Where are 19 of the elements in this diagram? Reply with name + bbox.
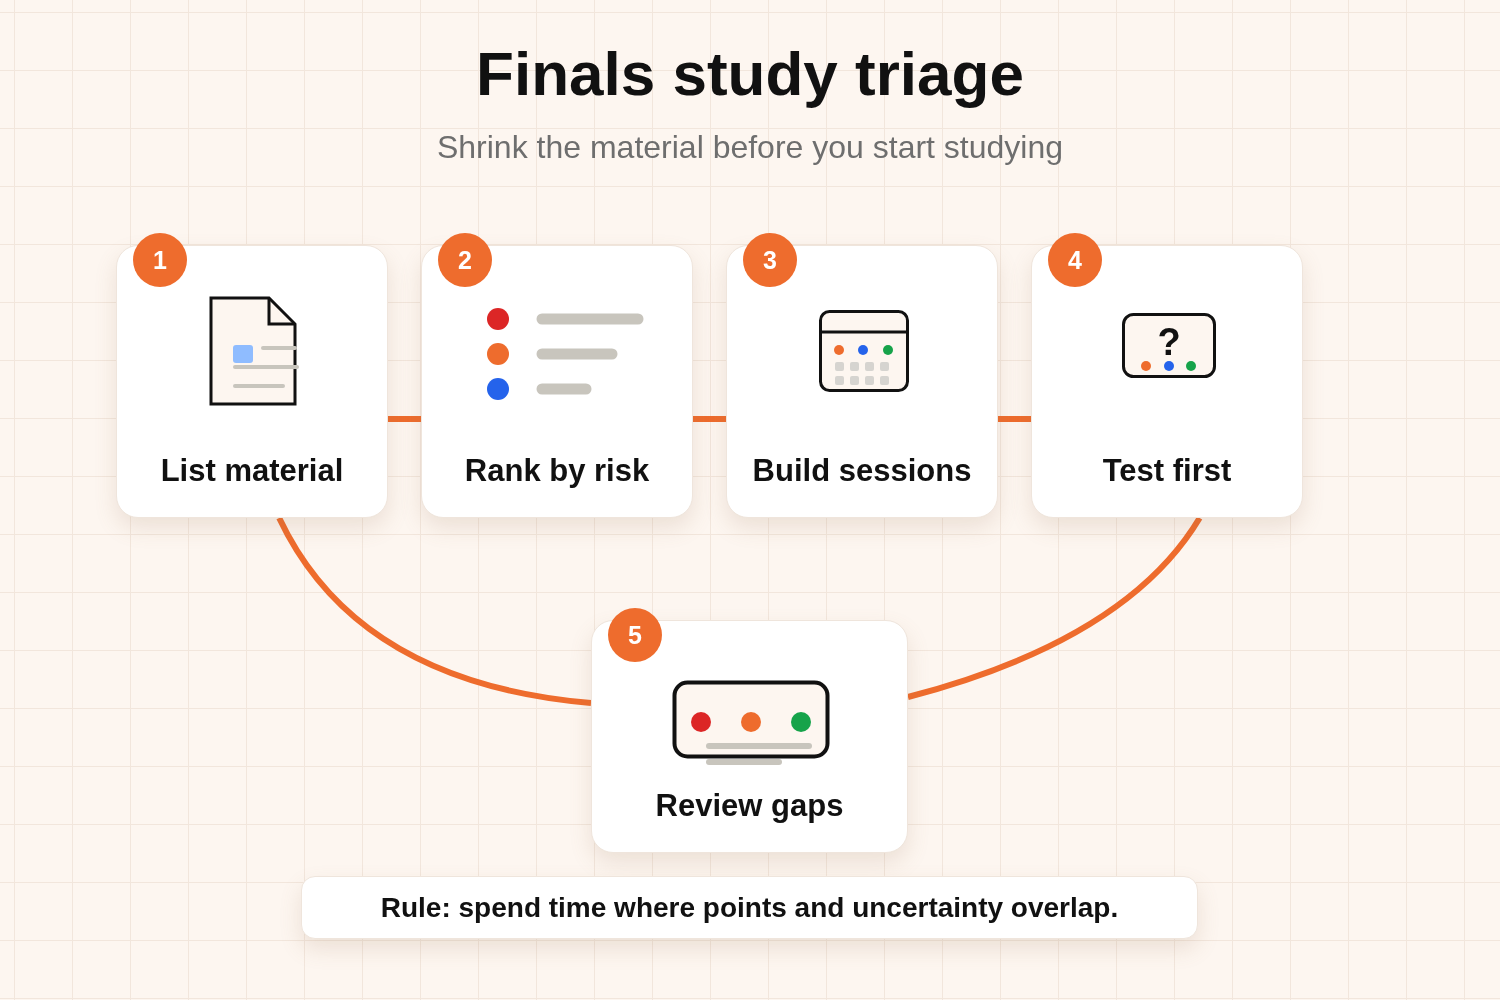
diagram-title: Finals study triage [475, 38, 1025, 110]
connector-line [388, 416, 421, 422]
step-number: 1 [133, 233, 187, 287]
step-number: 5 [608, 608, 662, 662]
connector-line [907, 516, 1203, 700]
step-title: Test first [1101, 453, 1233, 489]
connector-line [693, 416, 726, 422]
step-title: List material [159, 453, 345, 489]
step-title: Rank by risk [463, 453, 651, 489]
question-card-icon: ? [1122, 313, 1216, 379]
step-number: 4 [1048, 233, 1102, 287]
diagram-subtitle: Shrink the material before you start studying [435, 128, 1065, 166]
connector-line [276, 516, 592, 706]
step-number: 3 [743, 233, 797, 287]
step-title: Review gaps [654, 788, 845, 824]
step-title: Build sessions [751, 453, 973, 489]
rule-note-box: Rule: spend time where points and uncertainty overlap. [301, 876, 1198, 939]
connector-line [998, 416, 1031, 422]
step-number: 2 [438, 233, 492, 287]
